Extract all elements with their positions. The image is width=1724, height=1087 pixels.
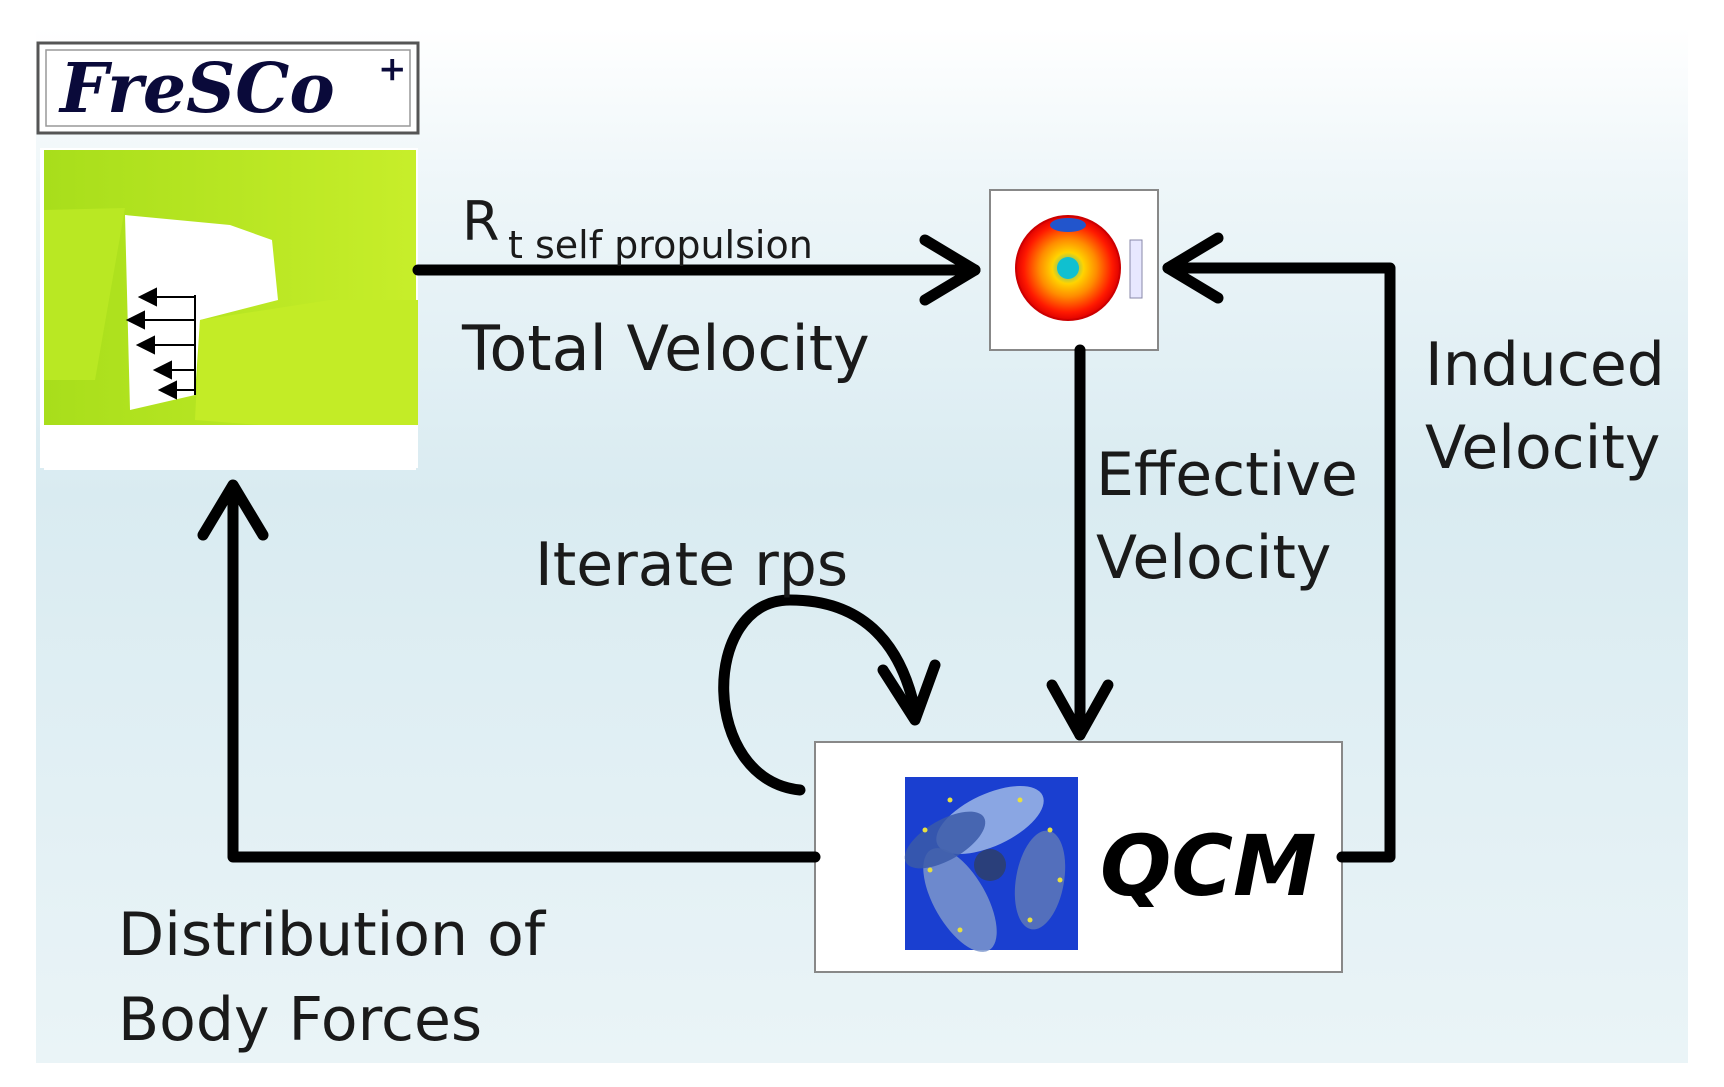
qcm-title: QCM [1100, 817, 1317, 915]
label-distribution-1: Distribution of [118, 900, 547, 970]
cfd-panel-icon [40, 148, 418, 470]
fresco-logo-superscript: + [378, 49, 407, 89]
arrowhead-effective [1046, 679, 1114, 741]
arrowhead-induced [1162, 232, 1224, 304]
label-resistance-sub: t self propulsion [508, 223, 813, 267]
label-induced-velocity-1: Induced [1425, 330, 1665, 400]
arrowhead-body-forces [197, 479, 269, 541]
label-resistance-main: R [462, 190, 500, 253]
velocity-profile-arrows-icon [125, 287, 196, 400]
wake-contour-plot-icon [989, 189, 1159, 351]
label-induced-velocity-2: Velocity [1425, 413, 1660, 483]
fresco-logo: FreSCo + [36, 41, 420, 135]
fresco-logo-text: FreSCo [58, 49, 335, 129]
label-distribution-2: Body Forces [118, 985, 482, 1055]
arrowhead-wake-left [919, 234, 981, 306]
arrows [197, 232, 1396, 863]
label-total-velocity: Total Velocity [461, 312, 870, 385]
label-effective-velocity-2: Velocity [1096, 523, 1331, 593]
propeller-icon [904, 777, 1078, 952]
arrow-induced-velocity [1162, 262, 1396, 863]
arrowhead-iterate [877, 659, 941, 726]
qcm-box: QCM [814, 741, 1343, 973]
label-effective-velocity-1: Effective [1096, 440, 1358, 510]
arrow-body-forces [227, 484, 821, 863]
arrow-iterate-rps [718, 594, 921, 796]
label-iterate-rps: Iterate rps [535, 530, 848, 600]
